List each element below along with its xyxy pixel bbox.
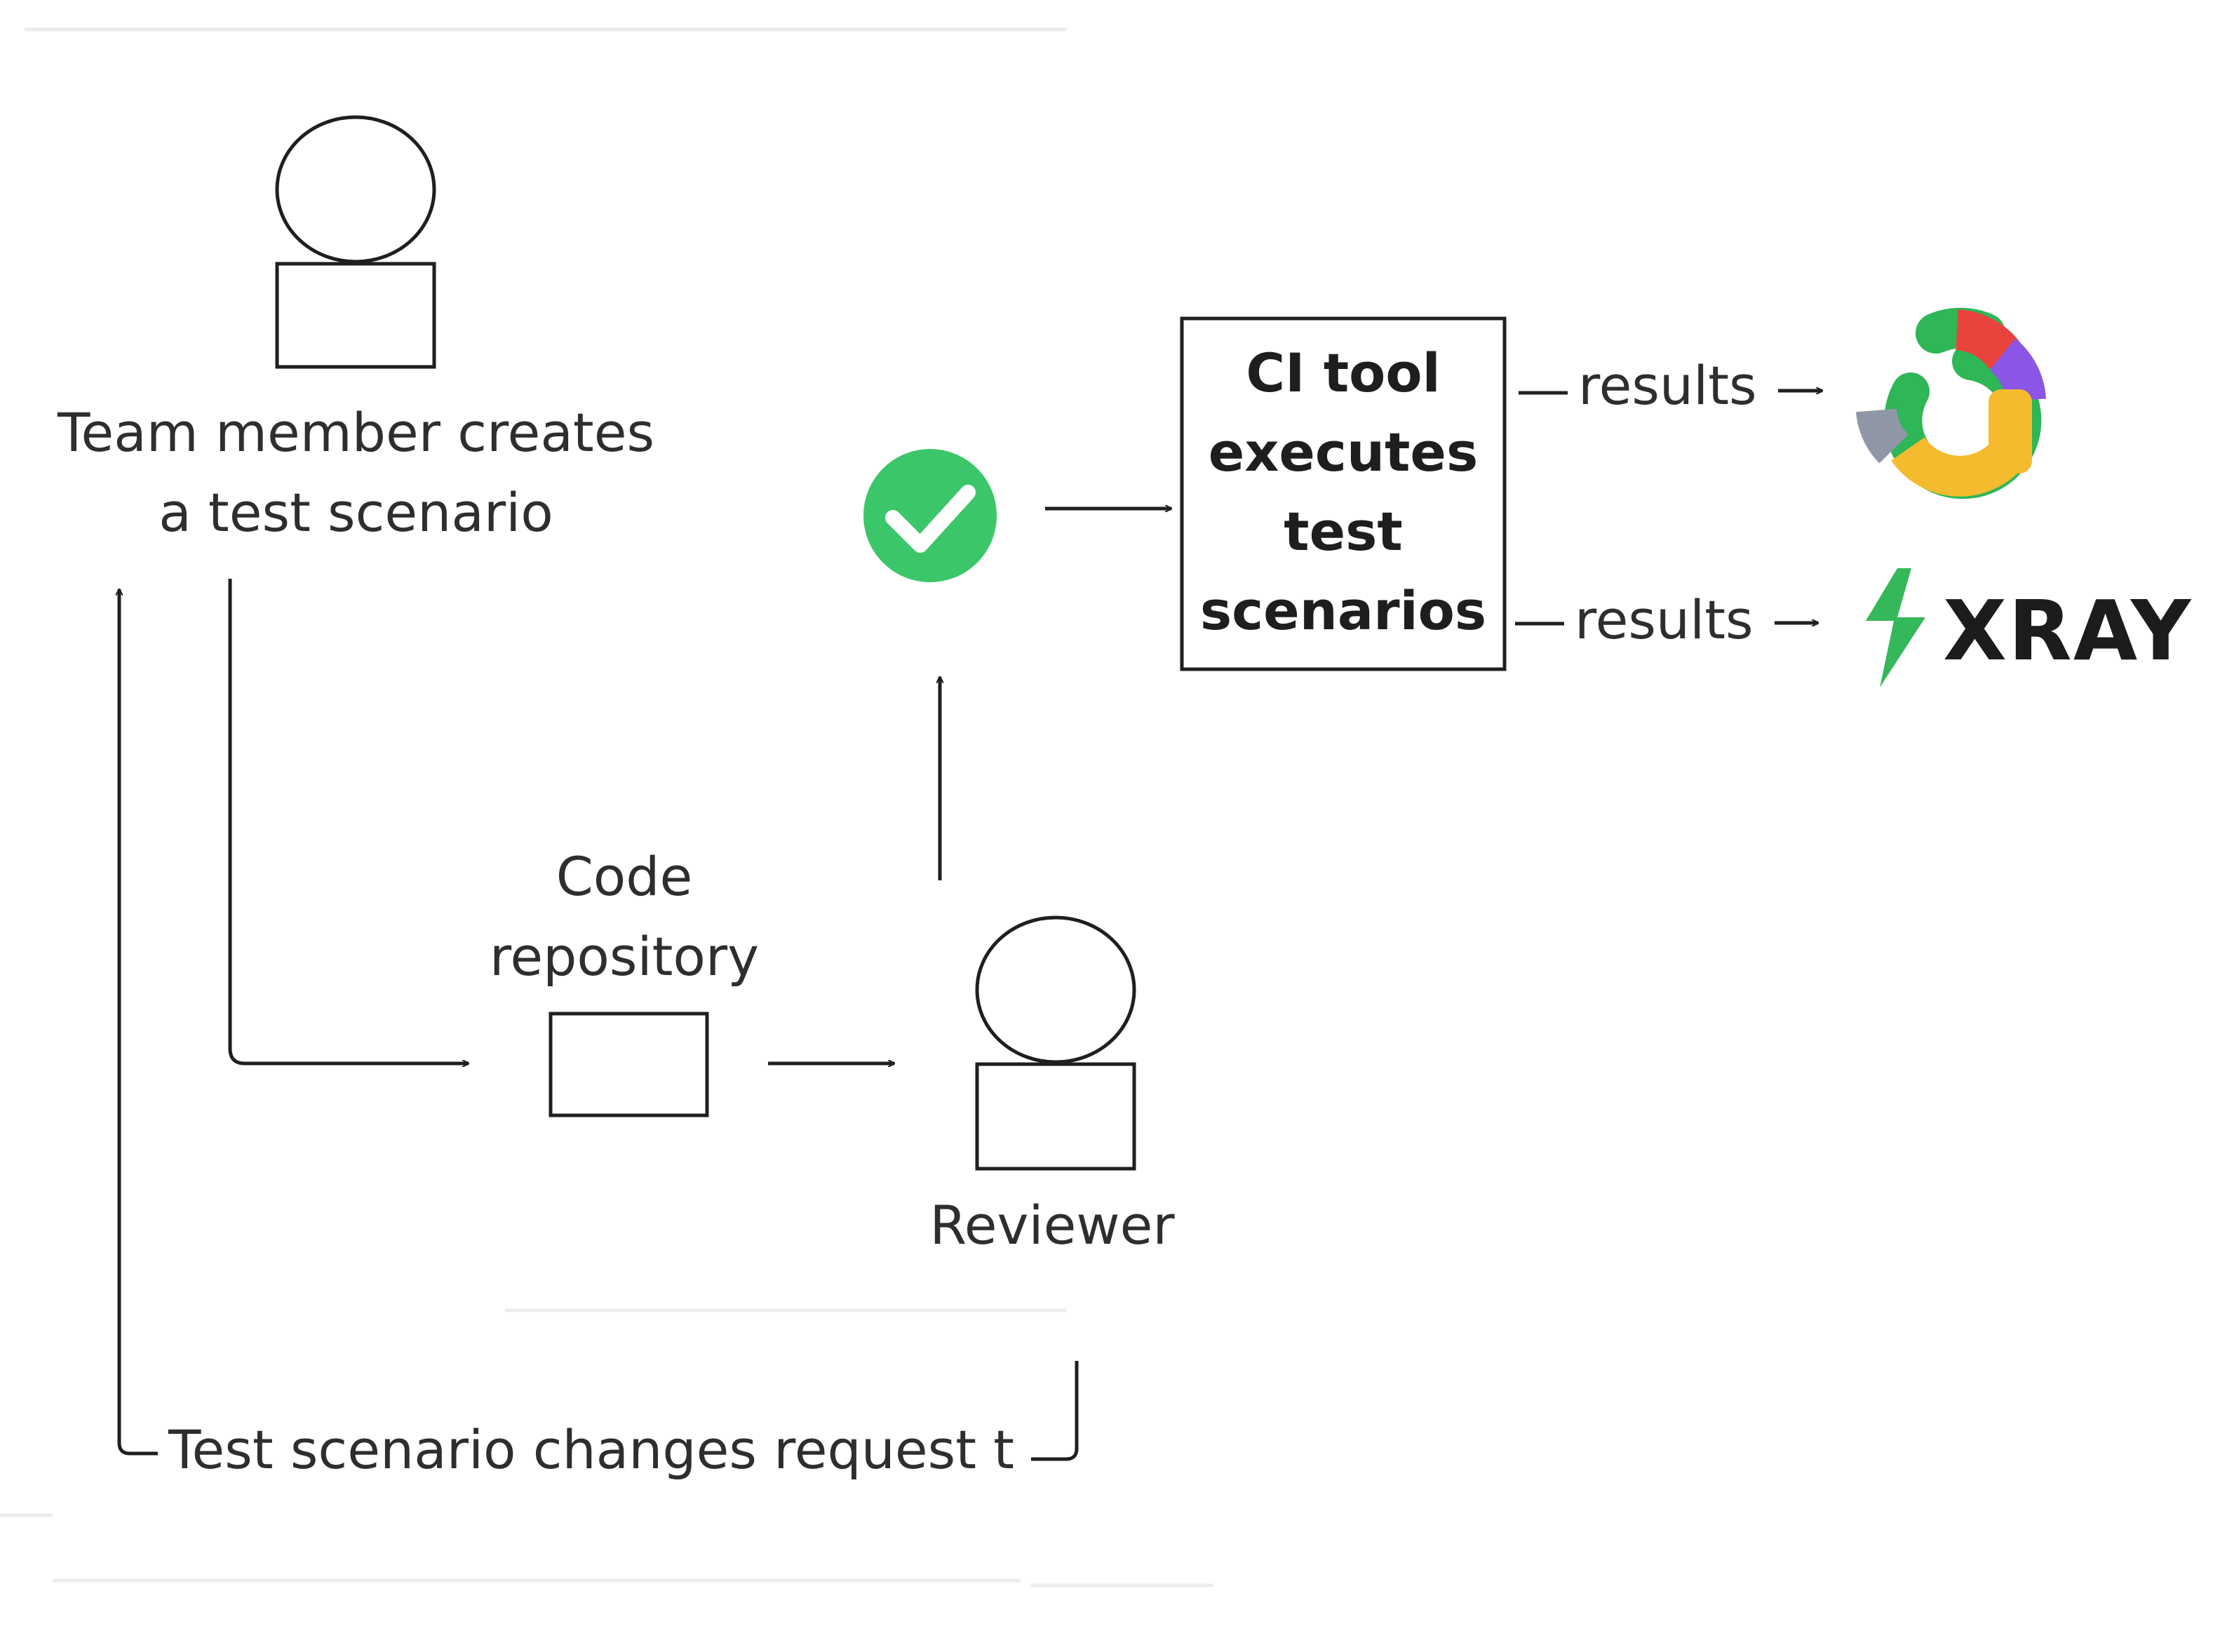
ci-tool-line1: CI tool <box>1246 342 1441 404</box>
repository-label: Code repository <box>477 837 772 997</box>
ci-tool-line2: executes <box>1208 421 1479 483</box>
ci-tool-box <box>1180 316 1507 671</box>
ci-tool-label: CI tool executes test scenarios <box>1185 333 1501 650</box>
reviewer-label: Reviewer <box>929 1194 1175 1256</box>
ci-tool-line4: scenarios <box>1199 579 1487 642</box>
person-icon <box>275 115 436 369</box>
repository-box-icon <box>549 1012 709 1117</box>
arrow-to-repository <box>228 579 469 1063</box>
check-circle-icon <box>863 449 997 582</box>
results-top-label: results <box>1578 354 1757 417</box>
arrow-feedback-loop <box>1031 1361 1079 1461</box>
team-member-label: Team member creates a test scenario <box>42 393 670 553</box>
team-member-label-line2: a test scenario <box>159 481 553 544</box>
person-icon <box>975 915 1136 1171</box>
repository-label-line2: repository <box>489 925 760 988</box>
flow-arrows <box>119 391 1822 1461</box>
feedback-label: Test scenario changes request t <box>168 1418 1015 1481</box>
faint-guide-lines <box>0 27 1213 1587</box>
xray-bolt-icon <box>1866 568 1925 687</box>
repository-label-line1: Code <box>556 845 693 908</box>
xray-wordmark: XRAY <box>1943 582 2193 679</box>
ci-tool-line3: test <box>1284 500 1403 563</box>
team-member-label-line1: Team member creates <box>57 401 655 464</box>
ring-logo-icon <box>1856 307 2046 499</box>
results-bottom-label: results <box>1575 589 1754 651</box>
